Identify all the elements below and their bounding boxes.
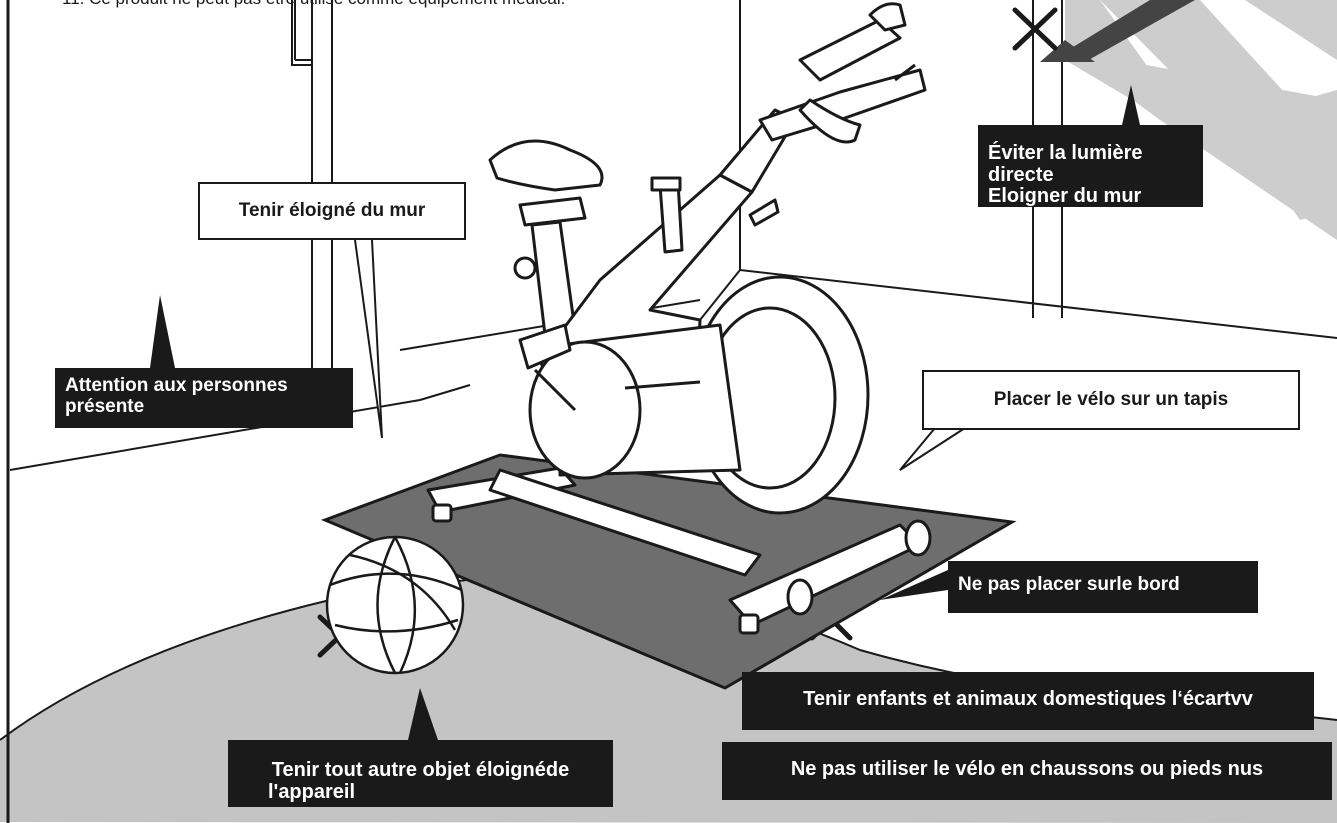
handlebar — [758, 68, 927, 142]
floor-mat — [320, 453, 1017, 690]
label-watch-people-line2: présente — [65, 395, 145, 417]
label-avoid-sunlight-line1: Éviter la lumière directe — [988, 142, 1143, 186]
pedal — [518, 323, 572, 370]
label-keep-objects: Tenir tout autre objet éloignéde l'appar… — [228, 740, 613, 807]
wall-floor-edge-right — [739, 269, 1337, 339]
sunlight-arrow — [1060, 0, 1195, 62]
label-keep-children-pets: Tenir enfants et animaux domestiques l‘é… — [742, 672, 1314, 730]
pointer-wall — [354, 239, 383, 439]
header-note: 11. Ce produit ne peut pas être utilisé … — [62, 0, 565, 8]
label-place-on-mat: Placer le vélo sur un tapis — [922, 370, 1300, 430]
label-keep-objects-line1: Tenir tout autre objet éloignéde — [271, 759, 570, 781]
label-no-barefoot: Ne pas utiliser le vélo en chaussons ou … — [722, 742, 1332, 800]
label-not-on-edge: Ne pas placer surle bord — [948, 561, 1258, 613]
label-watch-people: Attention aux personnes présente — [55, 368, 353, 428]
pointer-edge — [880, 570, 948, 600]
ball — [325, 535, 465, 675]
pointer-people — [150, 295, 175, 368]
label-avoid-sunlight-line2: Eloigner du mur — [988, 185, 1142, 208]
label-watch-people-line1: Attention aux personnes — [65, 375, 288, 396]
exercise-bike — [426, 2, 932, 635]
x-mark-window — [1012, 7, 1058, 51]
label-keep-objects-line2: l'appareil — [268, 780, 356, 803]
label-avoid-sunlight: Éviter la lumière directe Eloigner du mu… — [978, 125, 1203, 207]
pointer-mat — [899, 427, 966, 471]
pointer-objects — [408, 688, 438, 740]
label-keep-from-wall: Tenir éloigné du mur — [198, 182, 466, 240]
door-handle — [291, 0, 312, 66]
pointer-sunlight — [1122, 85, 1140, 125]
saddle — [488, 139, 604, 192]
